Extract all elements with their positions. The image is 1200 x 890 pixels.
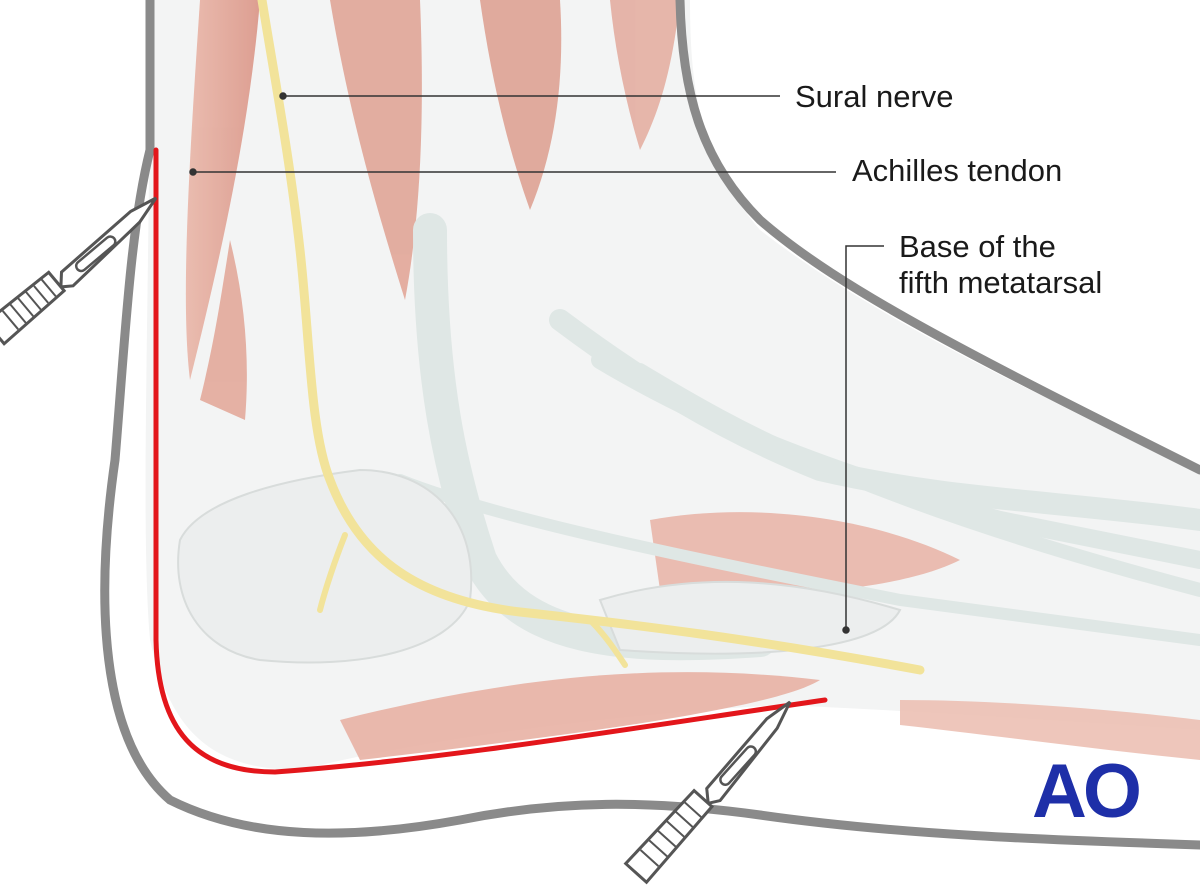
- leader-lines: [189, 92, 884, 634]
- scalpel-icon: [623, 700, 792, 885]
- bones: [177, 468, 902, 664]
- soleus-muscle: [200, 240, 247, 420]
- skin-outline: [100, 0, 1200, 850]
- incision-line: [153, 147, 828, 775]
- achilles-tendon-label: Achilles tendon: [852, 153, 1063, 188]
- sural-nerve-label: Sural nerve: [795, 79, 954, 114]
- scalpel-icon: [0, 196, 158, 346]
- base-fifth-metatarsal-line2: fifth metatarsal: [899, 265, 1103, 300]
- abductor-muscle: [340, 672, 820, 760]
- forefoot-muscle: [900, 700, 1200, 760]
- base-fifth-metatarsal-line1: Base of the: [899, 229, 1056, 264]
- short-foot-muscle: [650, 512, 960, 594]
- tibialis-muscle: [480, 0, 562, 210]
- ao-logo: AO: [1032, 749, 1142, 834]
- base-fifth-metatarsal-label: Base of the fifth metatarsal: [899, 229, 1102, 301]
- gastrocnemius-muscle: [185, 0, 260, 380]
- muscles: [185, 0, 1200, 760]
- leader-base-fifth-metatarsal: [845, 245, 884, 630]
- extensor-muscle: [610, 0, 680, 150]
- peroneus-muscle: [330, 0, 422, 300]
- sural-nerve: [257, 0, 925, 675]
